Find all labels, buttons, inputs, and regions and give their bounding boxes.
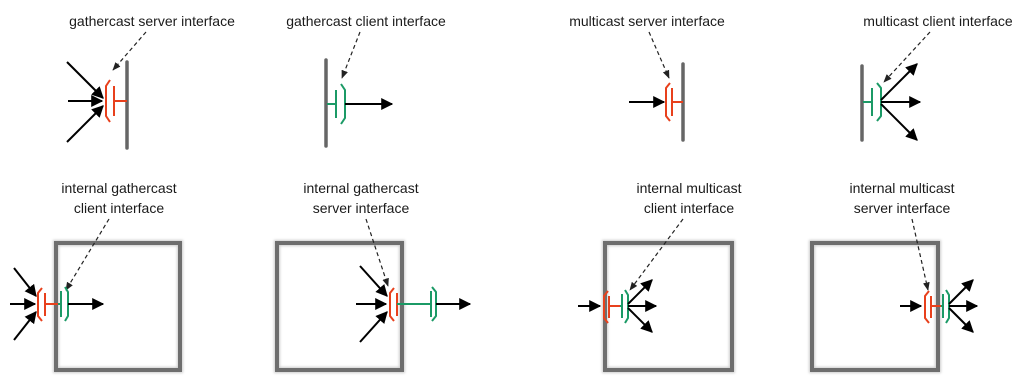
incoming-arrow-3 — [359, 311, 388, 343]
box-shadow — [53, 240, 183, 373]
outgoing-arrow-1 — [880, 63, 918, 101]
internal-multicast-server-pointer — [911, 218, 930, 291]
internal-multicast-client-label-line2: client interface — [644, 200, 734, 216]
internal-gathercast-client-label-line1: internal gathercast — [61, 180, 176, 196]
gathercast-server-interface-diagram: gathercast server interface — [66, 13, 235, 150]
multicast-client-pointer — [883, 31, 931, 83]
incoming-arrow-1 — [13, 267, 37, 297]
server-interface-icon — [389, 287, 398, 322]
internal-gathercast-server-label-line2: server interface — [313, 200, 410, 216]
client-interface-icon — [863, 82, 882, 122]
gathercast-client-interface-diagram: gathercast client interface — [286, 13, 446, 148]
component-box — [54, 241, 182, 372]
incoming-arrow-1 — [359, 265, 388, 297]
internal-multicast-client-pointer — [629, 218, 684, 291]
client-interface-icon — [327, 83, 346, 125]
client-interface-icon — [58, 286, 69, 322]
internal-gathercast-client-pointer — [65, 218, 110, 291]
server-interface-icon — [665, 82, 683, 122]
internal-multicast-server-label-line2: server interface — [854, 200, 951, 216]
multicast-server-label: multicast server interface — [569, 13, 725, 29]
server-interface-icon — [924, 290, 941, 324]
multicast-client-label: multicast client interface — [863, 13, 1013, 29]
server-interface-icon — [603, 290, 620, 324]
component-box — [603, 241, 734, 372]
component-box — [275, 241, 404, 372]
gathercast-client-pointer — [341, 31, 361, 79]
internal-multicast-server-diagram: internal multicast server interface — [809, 180, 979, 373]
client-interface-icon — [620, 289, 629, 324]
multicast-server-interface-diagram: multicast server interface — [569, 13, 725, 142]
outgoing-arrow-3 — [880, 103, 918, 141]
client-interface-icon — [941, 289, 950, 324]
internal-multicast-client-diagram: internal multicast client interface — [578, 180, 742, 373]
outgoing-arrow-1 — [627, 279, 653, 305]
incoming-arrow-3 — [13, 311, 37, 341]
internal-gathercast-server-label-line1: internal gathercast — [303, 180, 418, 196]
server-interface-icon — [105, 79, 127, 123]
gathercast-server-label: gathercast server interface — [69, 13, 235, 29]
outgoing-arrow-3 — [627, 307, 653, 333]
incoming-arrow-1 — [66, 61, 104, 99]
box-shadow — [602, 240, 735, 373]
multicast-server-pointer — [648, 31, 670, 79]
internal-multicast-client-label-line1: internal multicast — [636, 180, 741, 196]
gathercast-client-label: gathercast client interface — [286, 13, 446, 29]
internal-gathercast-server-diagram: internal gathercast server interface — [274, 180, 472, 373]
multicast-client-interface-diagram: multicast client interface — [860, 13, 1013, 142]
box-shadow — [274, 240, 405, 373]
internal-gathercast-client-diagram: internal gathercast client interface — [10, 180, 183, 373]
internal-gathercast-server-pointer — [365, 218, 389, 287]
outgoing-arrow-3 — [948, 307, 974, 333]
internal-multicast-server-label-line1: internal multicast — [849, 180, 954, 196]
client-interface-icon — [430, 286, 437, 322]
outgoing-arrow-1 — [948, 279, 974, 305]
incoming-arrow-3 — [66, 105, 104, 143]
server-interface-icon — [37, 287, 58, 322]
gathercast-server-pointer — [112, 31, 147, 71]
internal-gathercast-client-label-line2: client interface — [74, 200, 164, 216]
